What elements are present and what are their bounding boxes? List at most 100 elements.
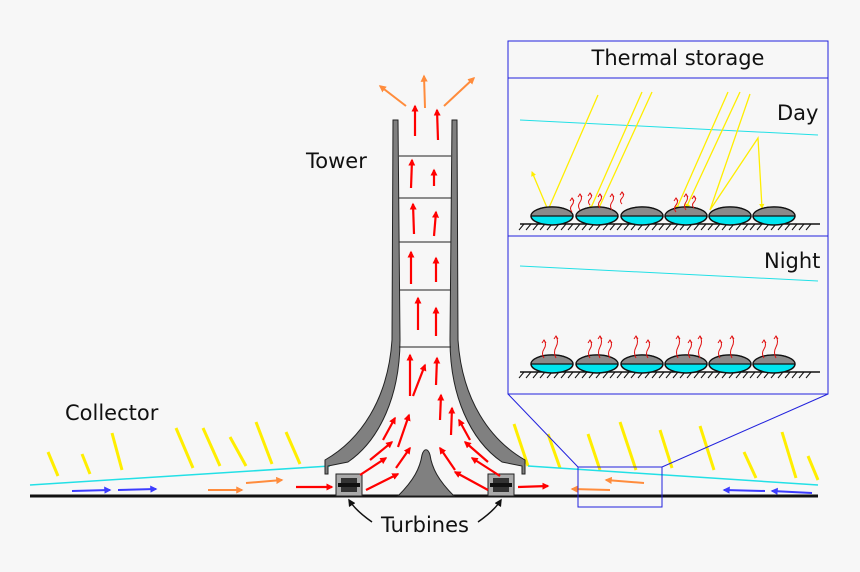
label-turbines: Turbines [380, 513, 469, 537]
arrow-icon [409, 202, 417, 235]
label-tower: Tower [305, 149, 367, 173]
arrow-icon [437, 393, 445, 421]
sun-ray-icon [284, 431, 302, 465]
sun-ray-icon [698, 425, 716, 471]
heat-waves [541, 191, 779, 359]
turbine-pointer-left [348, 498, 373, 523]
label-night: Night [764, 249, 820, 273]
water-bag-icon [752, 354, 796, 374]
airflow-arrows [71, 74, 813, 495]
arrow-icon [411, 363, 427, 397]
arrow-icon [369, 441, 394, 461]
sun-ray-icon [675, 91, 729, 211]
sun-ray-icon [618, 421, 638, 471]
heat-wave-icon [774, 335, 778, 359]
night-roof [519, 265, 819, 282]
sun-ray-icon [80, 453, 92, 475]
water-bag-icon [708, 354, 752, 374]
label-day: Day [777, 101, 818, 125]
arrow-icon [470, 457, 501, 477]
turbine-icon [490, 478, 512, 492]
sun-ray-icon [586, 433, 602, 471]
sun-ray-icon [685, 91, 741, 209]
heat-wave-icon [634, 335, 638, 359]
arrow-icon [359, 457, 388, 476]
water-bag-icon [620, 206, 664, 226]
heat-wave-icon [676, 335, 680, 359]
arrow-icon [448, 406, 456, 436]
sun-ray-icon [110, 432, 124, 471]
sun-ray-icon [174, 427, 195, 469]
sun-ray-icon [546, 433, 562, 469]
arrow-icon [453, 471, 489, 491]
arrow-icon [395, 446, 411, 469]
sun-ray-icon [597, 91, 653, 211]
sun-ray-icon [658, 429, 674, 469]
arrow-icon [396, 413, 411, 448]
sun-ray-icon [228, 436, 248, 467]
arrow-icon [382, 416, 396, 441]
sun-ray-icon [742, 451, 758, 479]
collector-roof-right [527, 465, 819, 486]
water-bag-icon [664, 354, 708, 374]
day-sun-rays [531, 91, 765, 212]
arrow-icon [433, 108, 441, 141]
label-thermal-storage: Thermal storage [591, 46, 765, 70]
arrow-icon [71, 486, 112, 494]
arrow-icon [432, 210, 440, 237]
turbine-pointer-right [477, 498, 502, 523]
thermal-storage-inset [507, 40, 829, 395]
sun-ray-icon [512, 423, 530, 467]
arrow-icon [378, 85, 407, 107]
water-bag-icon [575, 206, 619, 226]
arrow-icon [439, 446, 456, 471]
arrow-icon [443, 77, 476, 107]
heat-wave-icon [730, 335, 734, 359]
collector-sun-rays [46, 421, 820, 481]
arrow-icon [433, 356, 441, 386]
arrow-icon [420, 74, 428, 109]
turbine-left [335, 473, 363, 497]
arrow-icon [117, 485, 158, 493]
arrow-icon [463, 441, 489, 463]
water-bags [518, 206, 820, 379]
arrow-icon [408, 158, 416, 189]
turbine-icon [338, 478, 360, 492]
heat-wave-icon [698, 335, 702, 359]
arrow-icon [770, 487, 813, 495]
water-bag-icon [752, 206, 796, 226]
tower [324, 119, 526, 497]
sun-ray-icon [201, 427, 222, 467]
sun-ray-icon [806, 455, 820, 481]
sun-ray-icon [46, 451, 60, 477]
sun-ray-icon [780, 431, 798, 479]
water-bag-icon [708, 206, 752, 226]
arrow-icon [365, 473, 400, 491]
turbine-right [487, 473, 515, 497]
heat-wave-icon [554, 335, 558, 359]
water-bag-icon [575, 354, 619, 374]
tower-center-cone [396, 449, 456, 497]
tower-floors [399, 155, 451, 348]
sun-ray-icon [589, 91, 643, 211]
water-bag-icon [530, 206, 574, 226]
arrow-icon [517, 482, 550, 490]
sun-ray-icon [254, 421, 274, 465]
arrow-icon [458, 418, 471, 441]
zoom-connector-left [507, 393, 579, 468]
arrow-icon [245, 476, 284, 485]
storage-zoom-box [577, 466, 663, 508]
day-roof [519, 119, 819, 136]
tower-right-wall [449, 119, 526, 475]
arrow-icon [604, 476, 645, 485]
collector-roof-left [29, 465, 331, 486]
label-collector: Collector [65, 401, 159, 425]
water-bag-icon [620, 354, 664, 374]
water-bag-icon [530, 354, 574, 374]
tower-left-wall [324, 119, 401, 475]
sun-ray-icon [709, 93, 765, 211]
zoom-connector-right [661, 393, 829, 468]
heat-wave-icon [598, 335, 602, 359]
